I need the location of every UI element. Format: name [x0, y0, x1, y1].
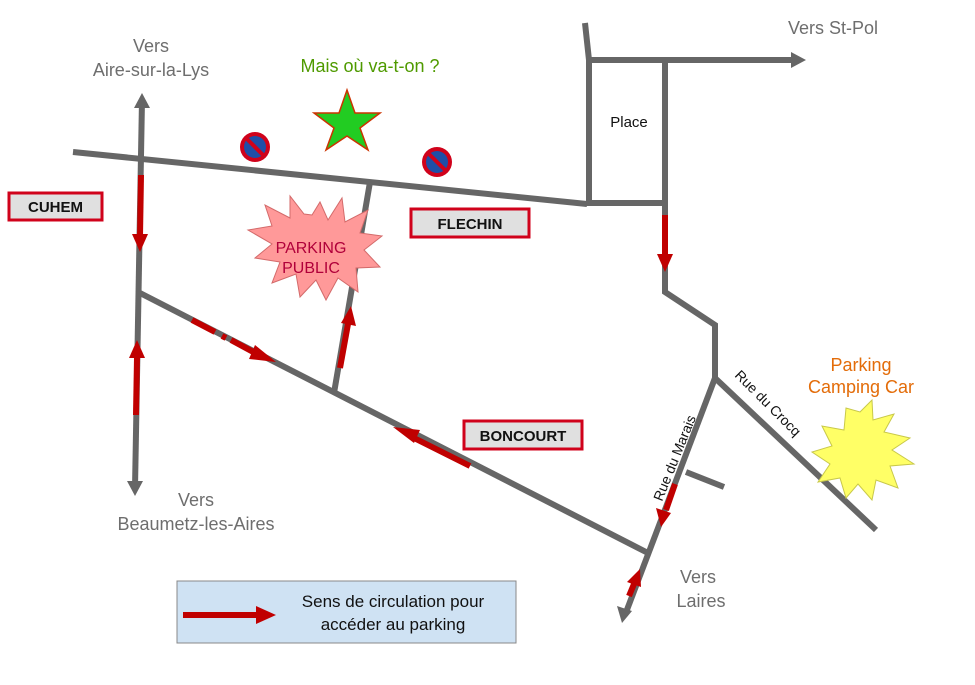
town-label-cuhem: CUHEM: [7, 191, 104, 222]
green-star-icon: [311, 87, 383, 152]
direction-beaumetz-line1: Vers: [178, 490, 214, 510]
no-parking-sign: [422, 147, 452, 177]
town-name-boncourt: BONCOURT: [480, 428, 567, 445]
road-place-block: [582, 22, 668, 206]
question-label: Mais où va-t-on ?: [300, 56, 439, 76]
camping-burst-icon: [810, 398, 916, 502]
legend-text-line1: Sens de circulation pour: [302, 592, 485, 611]
red-arrow-place-down: [657, 215, 673, 272]
road-rue-du-crocq: [712, 375, 879, 533]
direction-st-pol: Vers St-Pol: [788, 18, 878, 38]
legend-text-line2: accéder au parking: [321, 615, 466, 634]
arrowhead-southwest: [617, 606, 632, 623]
direction-beaumetz-line2: Beaumetz-les-Aires: [117, 514, 274, 534]
place-label: Place: [610, 114, 648, 131]
parking-burst-icon: [246, 194, 384, 302]
red-arrow-cuhem-down: [132, 174, 148, 252]
red-arrow-diagonal-right: [190, 317, 276, 362]
traffic-direction-arrows: [129, 174, 678, 598]
legend-box: Sens de circulation pour accéder au park…: [176, 580, 517, 644]
road-main-east-west: [72, 149, 588, 207]
red-arrow-flechin-up: [337, 306, 356, 369]
no-parking-sign: [240, 132, 270, 162]
town-name-flechin: FLECHIN: [438, 216, 503, 233]
legend-arrow-icon: [183, 606, 276, 624]
direction-aire-line2: Aire-sur-la-Lys: [93, 60, 209, 80]
arrowhead-south: [127, 481, 143, 496]
road-south-from-place: [662, 203, 718, 378]
road-cuhem-north-south: [132, 99, 145, 489]
arrowhead-east: [791, 52, 806, 68]
camping-line2: Camping Car: [808, 377, 914, 397]
road-side-street: [684, 469, 726, 490]
direction-arrowheads: [127, 52, 806, 623]
parking-public-line1: PARKING: [276, 240, 347, 257]
red-arrow-laires-up: [626, 569, 641, 598]
red-arrow-cuhem-up: [129, 340, 145, 416]
direction-aire-line1: Vers: [133, 36, 169, 56]
red-arrow-boncourt-left: [393, 427, 472, 469]
town-label-flechin: FLECHIN: [409, 207, 531, 239]
red-arrow-marais-down: [656, 483, 678, 527]
town-label-boncourt: BONCOURT: [462, 419, 584, 451]
direction-laires-line2: Laires: [676, 591, 725, 611]
parking-public-line2: PUBLIC: [282, 260, 340, 277]
arrowhead-north: [134, 93, 150, 108]
direction-laires-line1: Vers: [680, 567, 716, 587]
camping-line1: Parking: [830, 355, 891, 375]
town-name-cuhem: CUHEM: [28, 199, 83, 216]
